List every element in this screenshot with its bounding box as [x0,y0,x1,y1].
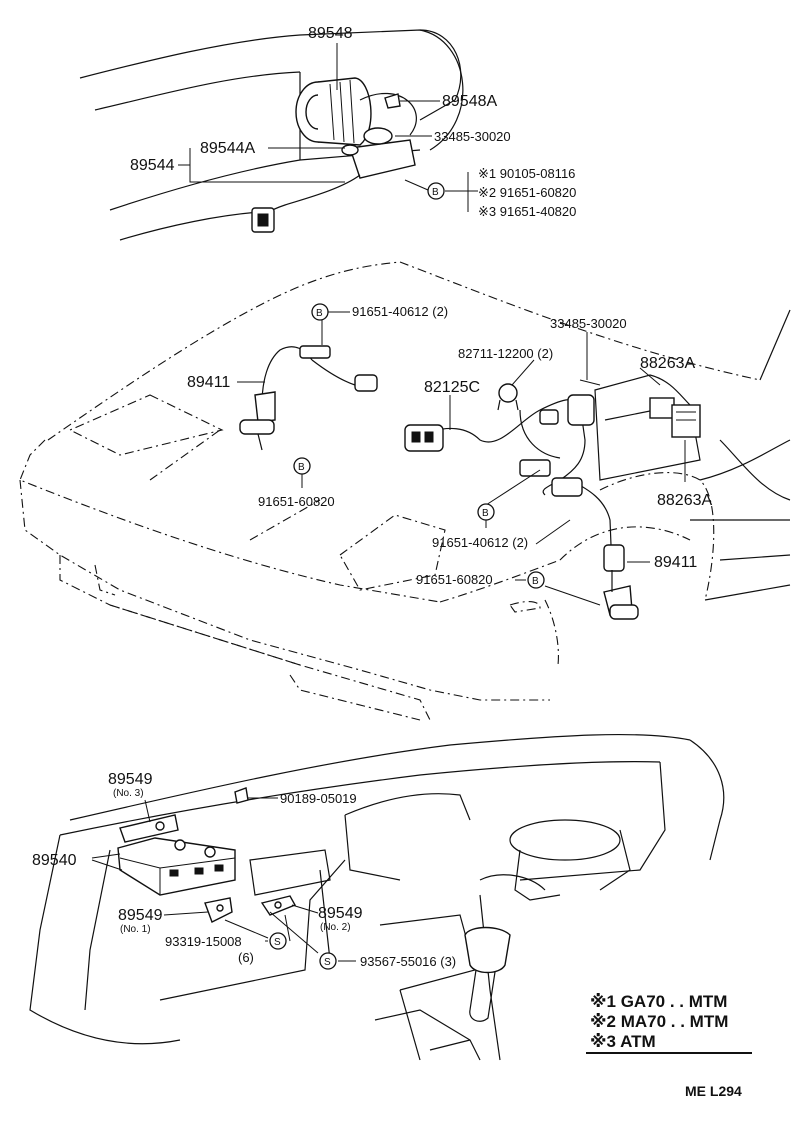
label-89549-no1-sub: (No. 1) [120,924,151,935]
b-marker-top [427,182,445,200]
sensor-harness-right [404,383,639,620]
b-marker-2 [293,457,311,475]
s-marker-2 [319,952,337,970]
legend-row-3: ※3 ATM [590,1032,656,1051]
label-93319-qty: (6) [238,950,254,965]
label-89549-no2: 89549 [318,905,363,922]
label-82125c: 82125C [424,379,480,396]
label-90189: 90189-05019 [280,791,357,806]
model-legend: ※1 GA70 . . MTM ※2 MA70 . . MTM ※3 ATM [586,992,752,1054]
b-marker-3 [477,503,495,521]
label-89411-left: 89411 [187,374,230,391]
label-93567: 93567-55016 (3) [360,954,456,969]
b-marker-1-text: B [316,308,323,319]
label-90105: ※1 90105-08116 [478,166,575,181]
label-89548: 89548 [308,25,353,42]
top-labels: 89548 89548A 33485-30020 89544A 89544 ※1… [130,25,576,219]
label-89540: 89540 [32,852,77,869]
label-89548a: 89548A [442,93,497,110]
b-marker-1 [311,303,329,321]
middle-leader-lines [237,311,686,606]
label-89549-no3-sub: (No. 3) [113,788,144,799]
s-marker-2-text: S [324,957,331,968]
relay-88263a [594,374,701,481]
top-leader-lines [178,43,478,212]
label-89544a: 89544A [200,140,255,157]
label-91651-40612-mid: 91651-40612 (2) [432,535,528,550]
b-marker-4-text: B [532,576,539,587]
label-89549-no3: 89549 [108,771,153,788]
label-89549-no1: 89549 [118,907,163,924]
car-front-illustration [19,261,791,721]
label-88263a-bottom: 88263A [657,492,712,509]
legend-row-2: ※2 MA70 . . MTM [590,1012,728,1031]
label-91651-60820-top: ※2 91651-60820 [478,185,576,200]
label-89411-right: 89411 [654,554,697,571]
label-91651-60820-bottom: 91651-60820 [416,572,493,587]
label-33485-top: 33485-30020 [434,129,511,144]
label-91651-60820-left: 91651-60820 [258,494,335,509]
middle-labels: B 91651-40612 (2) 33485-30020 82711-1220… [187,303,712,589]
s-marker-1-text: S [274,937,281,948]
label-82711: 82711-12200 (2) [458,346,553,361]
label-91651-40820-top: ※3 91651-40820 [478,204,576,219]
label-88263a-top: 88263A [640,355,695,372]
b-marker-top-text: B [432,187,439,198]
label-89544: 89544 [130,157,175,174]
label-89549-no2-sub: (No. 2) [320,922,351,933]
b-marker-3-text: B [482,508,489,519]
dashboard-illustration [29,733,725,1061]
bottom-leader-lines [91,797,356,962]
steering-column-illustration [79,29,464,241]
page-reference: ME L294 [685,1083,742,1099]
legend-row-1: ※1 GA70 . . MTM [590,992,727,1011]
b-marker-4 [527,571,545,589]
sensor-harness-left [239,345,378,451]
label-91651-40612-left: 91651-40612 (2) [352,304,448,319]
b-marker-2-text: B [298,462,305,473]
bottom-labels: 89549 (No. 3) 90189-05019 89540 89549 (N… [32,771,456,970]
s-marker-1 [269,932,287,950]
label-93319: 93319-15008 [165,934,242,949]
label-33485-mid: 33485-30020 [550,316,627,331]
